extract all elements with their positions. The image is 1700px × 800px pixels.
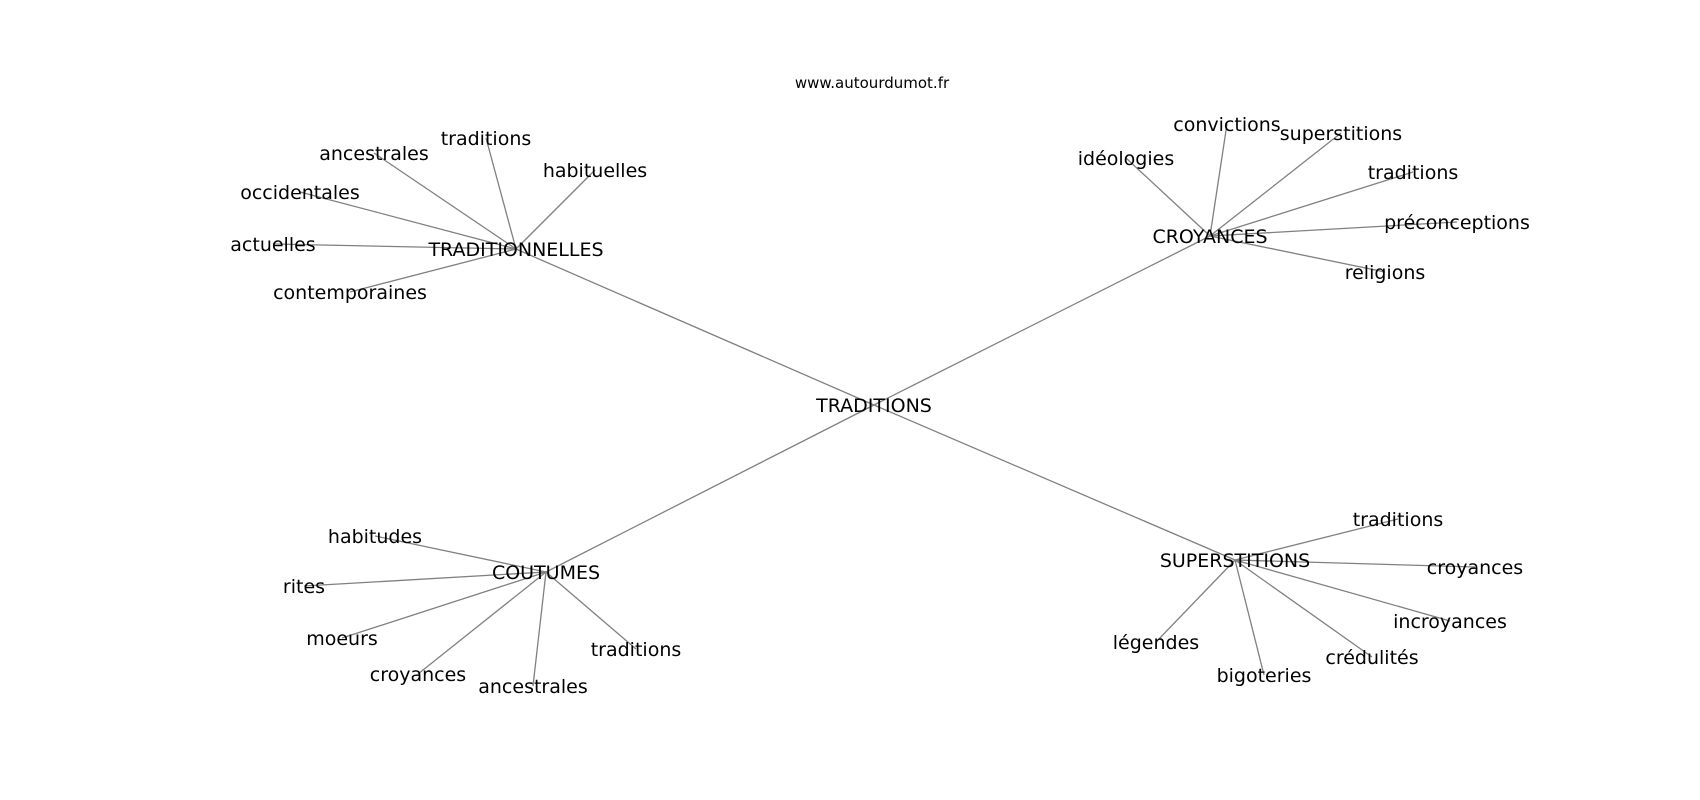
branch-node-coutumes: COUTUMES (492, 562, 600, 584)
edge-superstitions-incroyances (1234, 559, 1451, 622)
edge-coutumes-traditions (545, 571, 637, 650)
leaf-node-croyances-superstitions: superstitions (1280, 123, 1402, 145)
leaf-node-traditionnelles-ancestrales: ancestrales (319, 143, 429, 165)
leaf-node-coutumes-traditions: traditions (591, 639, 682, 661)
edge-superstitions-croyances (1234, 559, 1476, 568)
edge-traditionnelles-actuelles (272, 243, 517, 250)
leaf-node-croyances-ideologies: idéologies (1078, 148, 1174, 170)
root-node-label: TRADITIONS (815, 395, 932, 417)
leaf-node-traditionnelles-actuelles: actuelles (230, 234, 315, 256)
leaf-node-superstitions-traditions: traditions (1353, 509, 1444, 531)
leaf-node-superstitions-credulites: crédulités (1325, 647, 1418, 669)
edge-coutumes-croyances (417, 571, 547, 675)
edge-root-croyances (873, 235, 1211, 406)
leaf-node-superstitions-legendes: légendes (1113, 632, 1199, 654)
leaf-node-superstitions-croyances: croyances (1427, 557, 1523, 579)
leaf-node-traditionnelles-occidentales: occidentales (240, 182, 360, 204)
edge-traditionnelles-occidentales (299, 191, 517, 250)
edge-coutumes-habitudes (374, 535, 547, 573)
edge-superstitions-legendes (1155, 559, 1236, 643)
edge-traditionnelles-traditions (485, 137, 517, 250)
leaf-node-traditionnelles-contemporaines: contemporaines (273, 282, 427, 304)
leaf-node-traditionnelles-traditions: traditions (441, 128, 532, 150)
edge-coutumes-moeurs (341, 571, 547, 639)
edge-croyances-traditions (1209, 171, 1414, 237)
edge-root-superstitions (873, 404, 1236, 561)
site-label: www.autourdumot.fr (795, 74, 950, 92)
leaf-node-croyances-preconceptions: préconceptions (1384, 212, 1530, 234)
edge-coutumes-rites (303, 571, 547, 587)
edge-croyances-preconceptions (1209, 221, 1458, 237)
labels-group: TRADITIONSTRADITIONNELLESancestralestrad… (230, 114, 1530, 698)
leaf-node-coutumes-moeurs: moeurs (306, 628, 378, 650)
edges-group (272, 123, 1476, 687)
leaf-node-coutumes-habitudes: habitudes (328, 526, 422, 548)
edge-traditionnelles-habituelles (515, 169, 596, 250)
edge-traditionnelles-contemporaines (349, 248, 517, 293)
branch-node-croyances: CROYANCES (1152, 226, 1267, 248)
edge-croyances-religions (1209, 235, 1386, 273)
edge-croyances-ideologies (1125, 157, 1211, 237)
leaf-node-croyances-convictions: convictions (1173, 114, 1280, 136)
leaf-node-croyances-traditions: traditions (1368, 162, 1459, 184)
edge-coutumes-ancestrales (532, 571, 547, 687)
edge-root-coutumes (545, 404, 875, 573)
edge-croyances-convictions (1209, 123, 1228, 237)
edge-superstitions-credulites (1234, 559, 1373, 658)
leaf-node-superstitions-bigoteries: bigoteries (1217, 665, 1312, 687)
edge-croyances-superstitions (1209, 132, 1342, 237)
edge-superstitions-bigoteries (1234, 559, 1265, 676)
edge-traditionnelles-ancestrales (373, 152, 517, 250)
leaf-node-coutumes-ancestrales: ancestrales (478, 676, 588, 698)
edge-root-traditionnelles (515, 248, 875, 406)
leaf-node-superstitions-incroyances: incroyances (1393, 611, 1507, 633)
leaf-node-croyances-religions: religions (1345, 262, 1426, 284)
branch-node-superstitions: SUPERSTITIONS (1160, 550, 1310, 572)
leaf-node-coutumes-rites: rites (283, 576, 325, 598)
leaf-node-coutumes-croyances: croyances (370, 664, 466, 686)
branch-node-traditionnelles: TRADITIONNELLES (427, 239, 603, 261)
edge-superstitions-traditions (1234, 518, 1399, 561)
leaf-node-traditionnelles-habituelles: habituelles (543, 160, 647, 182)
